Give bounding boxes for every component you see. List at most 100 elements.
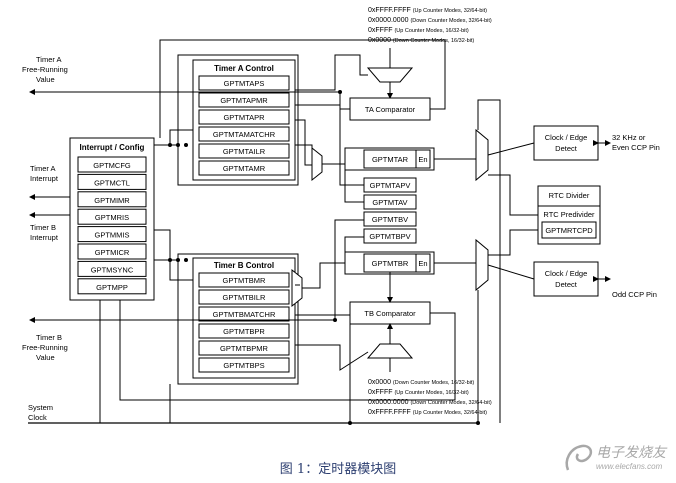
ta-register-gptmtamatchr (198, 126, 290, 142)
clock-edge-detect-b: Clock / Edge Detect (533, 261, 599, 297)
ic-register-gptmris (77, 208, 147, 225)
ta-register-gptmtapmr (198, 92, 290, 108)
ic-register-label: GPTMIMR (94, 196, 130, 205)
mid-register-gptmtbpv (363, 228, 417, 244)
svg-text:Value: Value (36, 353, 55, 362)
mid-register-label: GPTMTAPV (370, 181, 411, 190)
tb-register-label: GPTMTBMR (223, 276, 266, 285)
tb-input-mux (291, 268, 303, 308)
tb-register-gptmtbps (198, 357, 290, 373)
mid-register-gptmtbv (363, 211, 417, 227)
count-value-line: 0xFFFF.FFFF (Up Counter Modes, 32/64-bit… (368, 7, 487, 14)
ta-register-gptmtailr (198, 143, 290, 159)
svg-text:Value: Value (36, 75, 55, 84)
gptm-block-diagram: Timer A Free-Running Value Timer A Inter… (22, 7, 660, 425)
ccp-b-mux (475, 238, 489, 292)
count-value-line: 0xFFFF.FFFF (Up Counter Modes, 32/64-bit… (368, 409, 487, 416)
timer-b-interrupt-label: Timer B Interrupt (30, 223, 59, 242)
elecfans-logo-icon (565, 444, 593, 471)
elecfans-watermark: 电子发烧友 www.elecfans.com (560, 440, 670, 480)
svg-text:Interrupt: Interrupt (30, 174, 59, 183)
timer-a-interrupt-label: Timer A Interrupt (30, 164, 59, 183)
svg-text:Timer B: Timer B (30, 223, 56, 232)
ic-register-gptmctl (77, 173, 147, 190)
mid-register-label: GPTMTAV (372, 198, 407, 207)
timer-a-control-title: Timer A Control (214, 64, 274, 73)
ic-register-gptmicr (77, 243, 147, 260)
top-count-values: 0xFFFF.FFFF (Up Counter Modes, 32/64-bit… (368, 7, 492, 44)
gptmtar-en-label: En (418, 155, 427, 164)
figure-caption: 图 1：定时器模块图 (279, 462, 397, 477)
wiring (99, 39, 538, 423)
ta-comparator-label: TA Comparator (365, 105, 416, 114)
rtc-divider-block: RTC Divider RTC Predivider GPTMRTCPD (537, 185, 601, 245)
ta-register-label: GPTMTAMR (223, 164, 266, 173)
tb-register-label: GPTMTBILR (223, 293, 267, 302)
svg-text:System: System (28, 403, 53, 412)
ic-register-gptmimr (77, 191, 147, 208)
ic-register-gptmmis (77, 226, 147, 243)
tb-register-label: GPTMTBPR (223, 327, 265, 336)
tb-register-gptmtbmr (198, 272, 290, 288)
ccp-odd-label: Odd CCP Pin (612, 290, 657, 299)
ta-register-gptmtapr (198, 109, 290, 125)
svg-text:Timer B: Timer B (36, 333, 62, 342)
watermark-brand: 电子发烧友 (596, 445, 666, 461)
tb-comparator-label: TB Comparator (364, 309, 416, 318)
ic-register-gptmsync (77, 260, 147, 277)
gptmtbr-label: GPTMTBR (372, 259, 409, 268)
gptmtar-label: GPTMTAR (372, 155, 409, 164)
ta-register-label: GPTMTAPR (223, 113, 265, 122)
timer-a-free-running-label: Timer A Free-Running Value (22, 55, 68, 84)
gptmrtcpd-label: GPTMRTCPD (545, 226, 593, 235)
ta-register-label: GPTMTAILR (223, 147, 266, 156)
system-clock-label: System Clock (28, 403, 53, 422)
ta-mux (366, 67, 414, 83)
count-value-line: 0xFFFF (Up Counter Modes, 16/32-bit) (368, 389, 469, 396)
rtc-divider-label: RTC Divider (549, 191, 590, 200)
ta-register-label: GPTMTAPS (224, 79, 265, 88)
svg-text:Detect: Detect (555, 280, 578, 289)
tb-register-label: GPTMTBPS (223, 361, 264, 370)
ic-register-label: GPTMRIS (95, 213, 129, 222)
count-value-line: 0x0000.0000 (Down Counter Modes, 32/64-b… (368, 399, 492, 406)
tb-register-label: GPTMTBPMR (220, 344, 268, 353)
tb-register-gptmtbilr (198, 289, 290, 305)
tb-register-gptmtbmatchr (198, 306, 290, 322)
svg-text:Even CCP Pin: Even CCP Pin (612, 143, 660, 152)
ic-register-gptmpp (77, 278, 147, 295)
count-value-line: 0xFFFF (Up Counter Modes, 16/32-bit) (368, 27, 469, 34)
ta-register-gptmtamr (198, 160, 290, 176)
ic-register-label: GPTMSYNC (91, 265, 134, 274)
svg-text:Clock / Edge: Clock / Edge (545, 133, 588, 142)
ic-register-label: GPTMICR (95, 248, 130, 257)
svg-text:Clock / Edge: Clock / Edge (545, 269, 588, 278)
timer-b-control-block: Timer B Control GPTMTBMR GPTMTBILR GPTMTBM… (177, 253, 299, 385)
ta-register-label: GPTMTAMATCHR (213, 130, 276, 139)
ic-register-label: GPTMPP (96, 283, 128, 292)
count-value-line: 0x0000 (Down Counter Modes, 16/32-bit) (368, 379, 474, 386)
tb-register-label: GPTMTBMATCHR (213, 310, 276, 319)
gptmtbr-en-label: En (418, 259, 427, 268)
svg-text:Free-Running: Free-Running (22, 65, 68, 74)
timer-b-control-title: Timer B Control (214, 261, 274, 270)
rtc-predivider-label: RTC Predivider (543, 210, 595, 219)
ic-register-label: GPTMMIS (95, 231, 130, 240)
ic-register-label: GPTMCTL (94, 178, 130, 187)
count-value-line: 0x0000.0000 (Down Counter Modes, 32/64-b… (368, 17, 492, 24)
ta-register-gptmtaps (198, 75, 290, 91)
tb-register-gptmtbpr (198, 323, 290, 339)
interrupt-config-title: Interrupt / Config (80, 143, 145, 152)
ccp-even-label: 32 KHz or Even CCP Pin (612, 133, 660, 152)
timer-b-free-running-label: Timer B Free-Running Value (22, 333, 68, 362)
svg-text:Interrupt: Interrupt (30, 233, 59, 242)
junction-dots (168, 90, 480, 425)
svg-text:Clock: Clock (28, 413, 47, 422)
watermark-url: www.elecfans.com (596, 462, 663, 471)
mid-register-label: GPTMTBPV (369, 232, 410, 241)
interrupt-config-block: Interrupt / Config GPTMCFGGPTMCTLGPTMIMR… (69, 137, 155, 301)
ccp-a-mux (475, 128, 489, 182)
tb-register-gptmtbpmr (198, 340, 290, 356)
svg-text:32 KHz or: 32 KHz or (612, 133, 646, 142)
